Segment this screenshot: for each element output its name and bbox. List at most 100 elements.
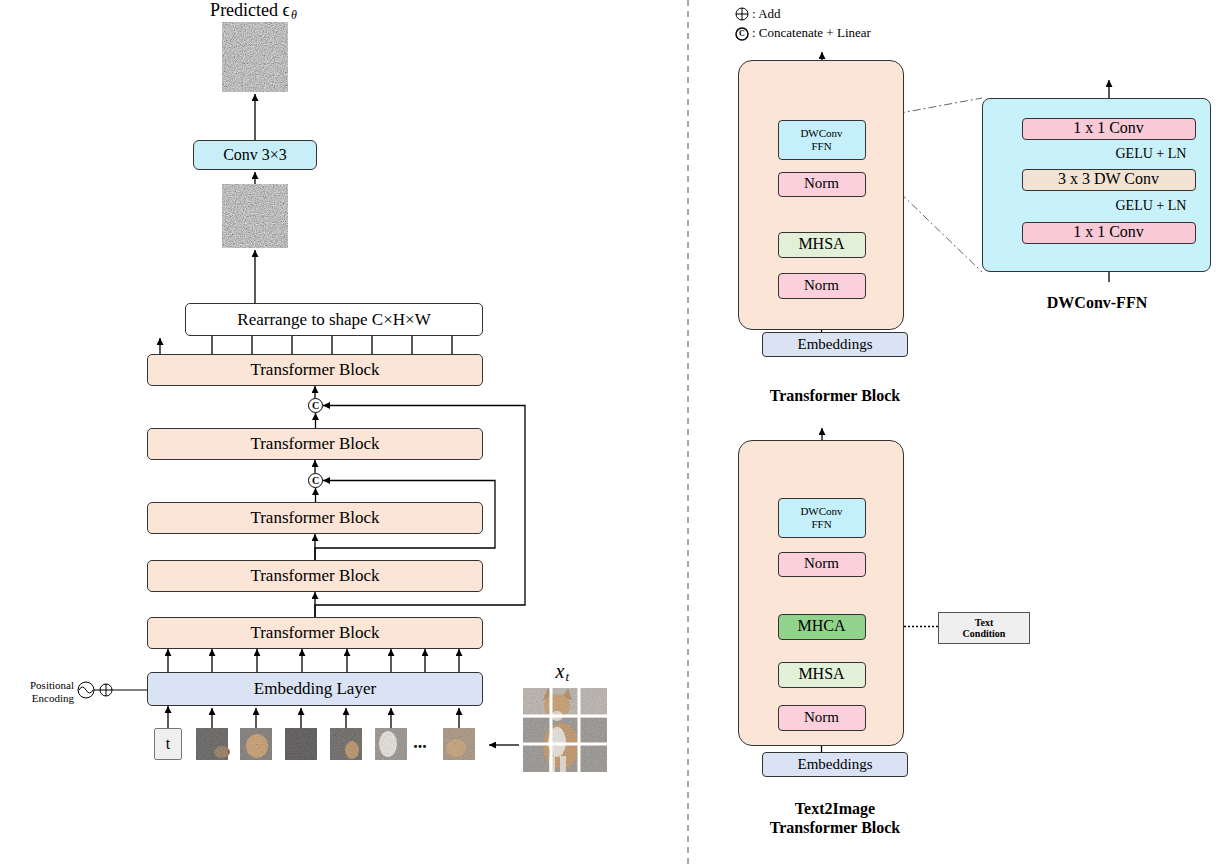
ffn-box: DWConv FFN xyxy=(778,120,866,160)
wire xyxy=(112,690,147,691)
image-ground xyxy=(523,688,607,772)
concat-symbol xyxy=(736,28,748,40)
connector-line xyxy=(451,336,452,354)
box-label: Norm xyxy=(804,277,839,294)
output-label: Predicted ϵ xyxy=(210,0,290,21)
sine-symbol xyxy=(78,682,94,698)
norm-box: Norm xyxy=(778,172,866,197)
box-label: Norm xyxy=(804,555,839,572)
flow-arrow xyxy=(300,708,301,728)
flow-arrow xyxy=(254,172,255,184)
box-label: Conv 3×3 xyxy=(223,146,287,164)
ffn-box: DWConv FFN xyxy=(778,498,866,538)
box-label: Embedding Layer xyxy=(254,679,376,699)
box-label: MHSA xyxy=(798,665,844,683)
symbol-letter: C xyxy=(739,30,745,38)
block-panel: Text2Image Transformer BlockDWConv FFNNo… xyxy=(738,440,904,746)
rearrange-box: Rearrange to shape C×H×W xyxy=(185,303,483,336)
flow-arrow xyxy=(489,744,519,745)
concat-circle: C xyxy=(308,473,323,488)
connector-line xyxy=(331,336,332,354)
legend-text: : Concatenate + Linear xyxy=(752,26,871,41)
noise-image xyxy=(222,184,288,248)
connector-line xyxy=(256,649,257,672)
connector-line xyxy=(314,460,315,473)
patch-noise xyxy=(375,728,407,760)
patch xyxy=(285,728,317,760)
attention-box: MHSA xyxy=(778,662,866,688)
box-label: MHSA xyxy=(798,235,844,253)
box-label: Text Condition xyxy=(957,617,1011,640)
patch xyxy=(443,728,475,760)
add-symbol xyxy=(100,684,112,696)
box-label: Transformer Block xyxy=(250,360,379,380)
connector xyxy=(212,336,452,354)
block-title: Text2Image Transformer Block xyxy=(760,799,910,837)
block-title: Transformer Block xyxy=(770,386,901,405)
patch-noise xyxy=(285,728,317,760)
ffn-detail-panel: DWConv-FFN1 x 1 Conv3 x 3 DW Conv1 x 1 C… xyxy=(982,98,1211,272)
flow-arrow xyxy=(390,708,391,728)
connector-line xyxy=(458,649,459,672)
flow-arrow xyxy=(254,250,255,303)
transformer-block: Transformer Block xyxy=(147,560,483,592)
box-label: MHCA xyxy=(797,617,845,635)
flow-arrow xyxy=(159,338,160,354)
connector-line xyxy=(411,336,412,354)
connector-line xyxy=(211,649,212,672)
connector-line xyxy=(315,413,316,428)
box-label: Norm xyxy=(804,175,839,192)
norm-box: Norm xyxy=(778,273,866,299)
patch xyxy=(240,728,272,760)
subscript: t xyxy=(565,670,569,685)
connector-line xyxy=(315,488,316,502)
image-patches xyxy=(196,728,475,760)
connector-line xyxy=(390,649,391,672)
embedding-layer: Embedding Layer xyxy=(147,672,483,706)
token-arrows xyxy=(212,708,459,728)
patch-noise xyxy=(240,728,272,760)
input-label: x xyxy=(556,660,565,683)
transformer-block: Transformer Block xyxy=(147,617,483,649)
flow-arrow xyxy=(458,708,459,728)
box-label: DWConv FFN xyxy=(796,505,848,530)
box-label: Transformer Block xyxy=(250,508,379,528)
attention-box: MHSA xyxy=(778,232,866,258)
add-circle xyxy=(736,8,748,20)
connector-line xyxy=(424,649,425,672)
cross-attention-box: MHCA xyxy=(778,614,866,640)
norm-box: Norm xyxy=(778,552,866,577)
box-label: DWConv FFN xyxy=(796,127,848,152)
transformer-block: Transformer Block xyxy=(147,354,483,386)
conv-box: Conv 3×3 xyxy=(193,140,317,170)
box-label: Embeddings xyxy=(798,336,873,353)
box-label: C xyxy=(312,400,319,412)
input-note: Positional Encoding xyxy=(12,679,74,704)
edge-label: GELU + LN xyxy=(1116,146,1187,161)
box-label: 3 x 3 DW Conv xyxy=(1058,170,1159,188)
add-cross xyxy=(736,8,748,20)
patch-noise xyxy=(330,728,362,760)
patch xyxy=(375,728,407,760)
panel-separator xyxy=(688,0,689,865)
image-noise xyxy=(523,688,607,772)
embeddings-box: Embeddings xyxy=(762,332,908,357)
connector xyxy=(315,488,316,502)
box-label: Transformer Block xyxy=(250,434,379,454)
connector xyxy=(315,460,316,473)
flow-arrow xyxy=(254,94,255,140)
edge-label: GELU + LN xyxy=(1116,198,1187,213)
flow-arrow xyxy=(211,708,212,728)
input-image xyxy=(523,688,607,772)
connector xyxy=(315,413,316,428)
patch xyxy=(196,728,228,760)
connector xyxy=(168,649,459,672)
conv-box: 1 x 1 Conv xyxy=(1022,222,1196,244)
concat-circle: C xyxy=(308,398,323,413)
box-label: Embeddings xyxy=(798,756,873,773)
box-label: Rearrange to shape C×H×W xyxy=(237,310,430,330)
transformer-block: Transformer Block xyxy=(147,428,483,460)
connector-line xyxy=(211,336,212,354)
subscript: θ xyxy=(291,9,297,23)
connector-line xyxy=(291,336,292,354)
